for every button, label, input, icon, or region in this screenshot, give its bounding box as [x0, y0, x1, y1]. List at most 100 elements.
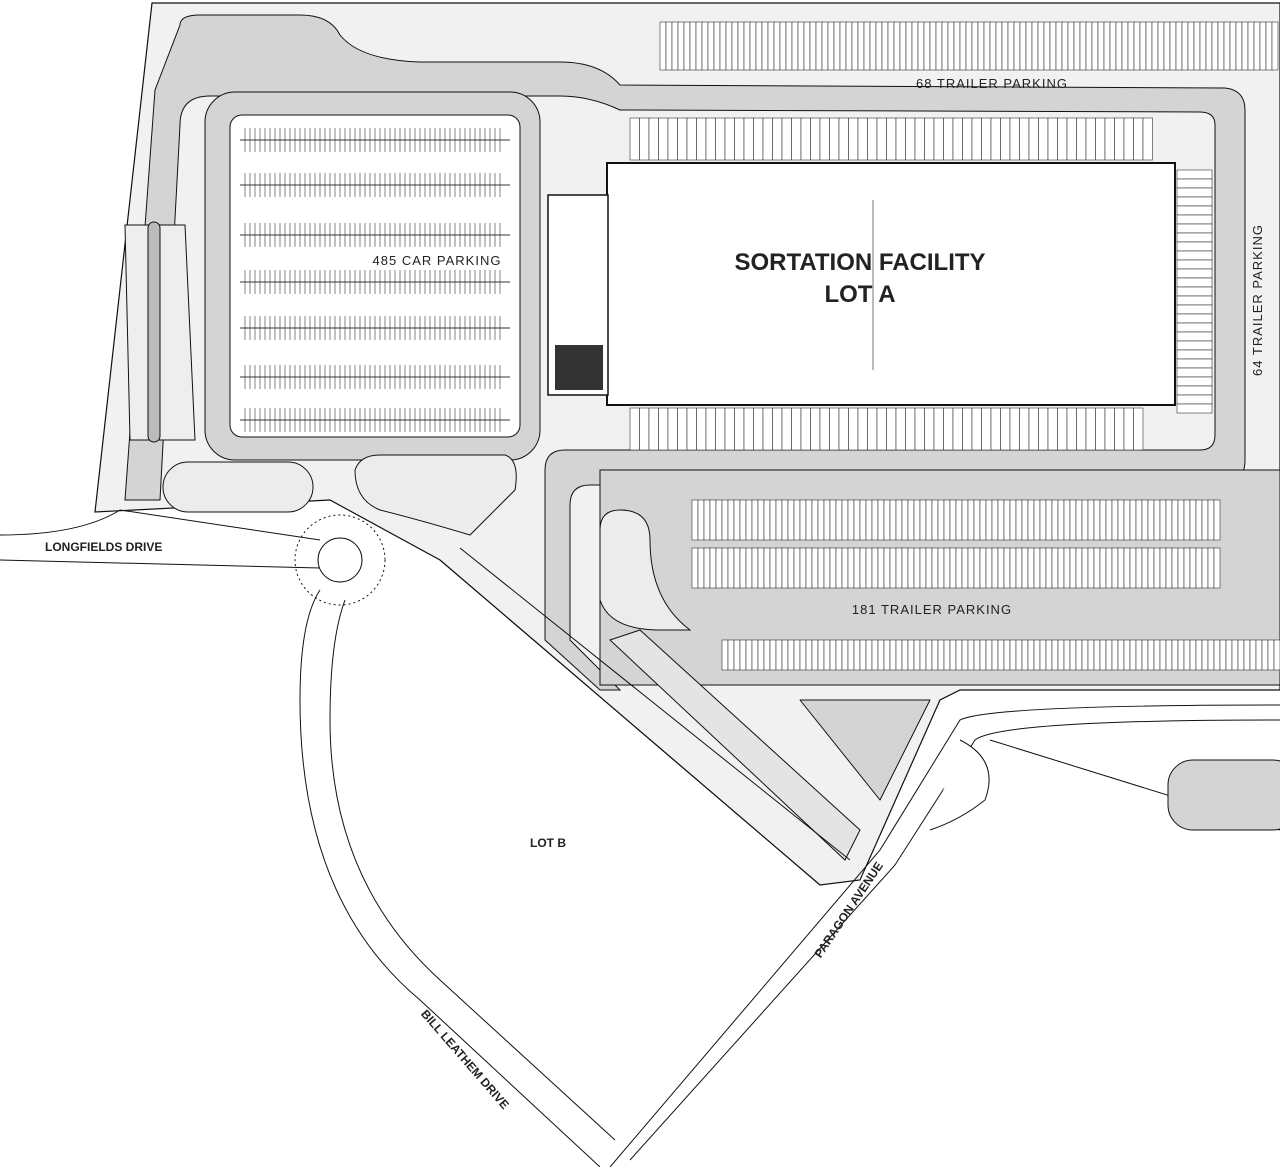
- trailer-stall: [1115, 21, 1123, 71]
- dock-stall: [1038, 117, 1049, 161]
- dock-stall: [1176, 259, 1213, 270]
- trailer-stall: [799, 547, 807, 589]
- trailer-stall: [811, 547, 819, 589]
- trailer-stall: [1165, 547, 1173, 589]
- roundabout: [317, 537, 363, 583]
- dock-stall: [743, 407, 754, 451]
- dock-stall: [905, 407, 916, 451]
- trailer-stall: [913, 639, 921, 671]
- trailer-stall: [1195, 547, 1203, 589]
- trailer-stall: [1093, 499, 1101, 541]
- trailer-stall: [1183, 499, 1191, 541]
- trailer-stall: [781, 499, 789, 541]
- trailer-stall: [1007, 21, 1015, 71]
- trailer-stall: [961, 547, 969, 589]
- trailer-stall: [1019, 21, 1027, 71]
- dock-stall: [933, 117, 944, 161]
- label-right-trailer-parking: 64 TRAILER PARKING: [1250, 224, 1265, 376]
- dock-stall: [1114, 117, 1125, 161]
- trailer-stall: [671, 21, 679, 71]
- trailer-stall: [745, 639, 753, 671]
- perimeter-road: [124, 14, 1246, 691]
- trailer-stall: [793, 547, 801, 589]
- longfields-drive-road: [0, 509, 321, 569]
- trailer-stall: [1207, 639, 1215, 671]
- trailer-stall: [1055, 21, 1063, 71]
- trailer-stall: [665, 21, 673, 71]
- trailer-stall: [1259, 21, 1267, 71]
- trailer-stall: [1049, 21, 1057, 71]
- dock-stall: [1176, 376, 1213, 387]
- trailer-stall: [929, 21, 937, 71]
- trailer-stall: [1117, 499, 1125, 541]
- trailer-stall: [733, 639, 741, 671]
- dock-stall: [743, 117, 754, 161]
- trailer-stall: [919, 547, 927, 589]
- dock-stall: [1000, 407, 1011, 451]
- trailer-stall: [1087, 639, 1095, 671]
- trailer-stall: [1147, 547, 1155, 589]
- trailer-stall: [1213, 547, 1221, 589]
- dock-stall: [914, 117, 925, 161]
- dock-stall: [1114, 407, 1125, 451]
- dock-stall: [1057, 407, 1068, 451]
- dock-stall: [1176, 223, 1213, 234]
- trailer-stall: [901, 547, 909, 589]
- trailer-stall: [817, 499, 825, 541]
- trailer-stall: [1057, 547, 1065, 589]
- trailer-stall: [1165, 639, 1173, 671]
- corner-landscape: [929, 739, 990, 831]
- trailer-stall: [889, 639, 897, 671]
- trailer-stall: [959, 21, 967, 71]
- trailer-stall: [691, 547, 699, 589]
- dock-stall: [753, 407, 764, 451]
- trailer-stall: [1151, 21, 1159, 71]
- dock-stall: [1176, 358, 1213, 369]
- label-bill-leathem-drive: BILL LEATHEM DRIVE: [418, 1007, 512, 1112]
- trailer-stall: [1189, 499, 1197, 541]
- trailer-stall: [1063, 547, 1071, 589]
- trailer-stall: [1171, 547, 1179, 589]
- trailer-stall: [1177, 499, 1185, 541]
- dock-stall: [1009, 117, 1020, 161]
- dock-stall: [829, 407, 840, 451]
- trailer-stall: [1087, 499, 1095, 541]
- trailer-stall: [1105, 639, 1113, 671]
- trailer-stall: [973, 547, 981, 589]
- dock-stall: [838, 407, 849, 451]
- trailer-stall: [947, 21, 955, 71]
- trailer-stall: [659, 21, 667, 71]
- trailer-stall: [803, 21, 811, 71]
- dock-stall: [886, 117, 897, 161]
- trailer-stall: [709, 499, 717, 541]
- trailer-stall: [721, 639, 729, 671]
- trailer-stall: [1099, 547, 1107, 589]
- trailer-stall: [1133, 21, 1141, 71]
- trailer-stall: [1003, 547, 1011, 589]
- trailer-stall: [1135, 639, 1143, 671]
- trailer-stall: [1201, 547, 1209, 589]
- dock-stall: [1176, 394, 1213, 405]
- trailer-stall: [1183, 639, 1191, 671]
- trailer-stall: [1145, 21, 1153, 71]
- trailer-stall: [769, 547, 777, 589]
- trailer-stall: [925, 547, 933, 589]
- trailer-stall: [1111, 499, 1119, 541]
- trailer-stall: [1183, 547, 1191, 589]
- trailer-stall: [691, 499, 699, 541]
- trailer-stall: [841, 639, 849, 671]
- trailer-stall: [775, 547, 783, 589]
- dock-stall: [819, 117, 830, 161]
- trailer-stall: [965, 21, 973, 71]
- dock-stall: [943, 117, 954, 161]
- trailer-stall: [751, 499, 759, 541]
- label-bottom-trailer-parking: 181 TRAILER PARKING: [852, 602, 1012, 617]
- dock-stall: [1057, 117, 1068, 161]
- trailer-stall: [943, 639, 951, 671]
- trailer-stall: [751, 639, 759, 671]
- trailer-stall: [1067, 21, 1075, 71]
- dock-stall: [1176, 178, 1213, 189]
- dock-stall: [971, 407, 982, 451]
- trailer-stall: [731, 21, 739, 71]
- trailer-stall: [1129, 547, 1137, 589]
